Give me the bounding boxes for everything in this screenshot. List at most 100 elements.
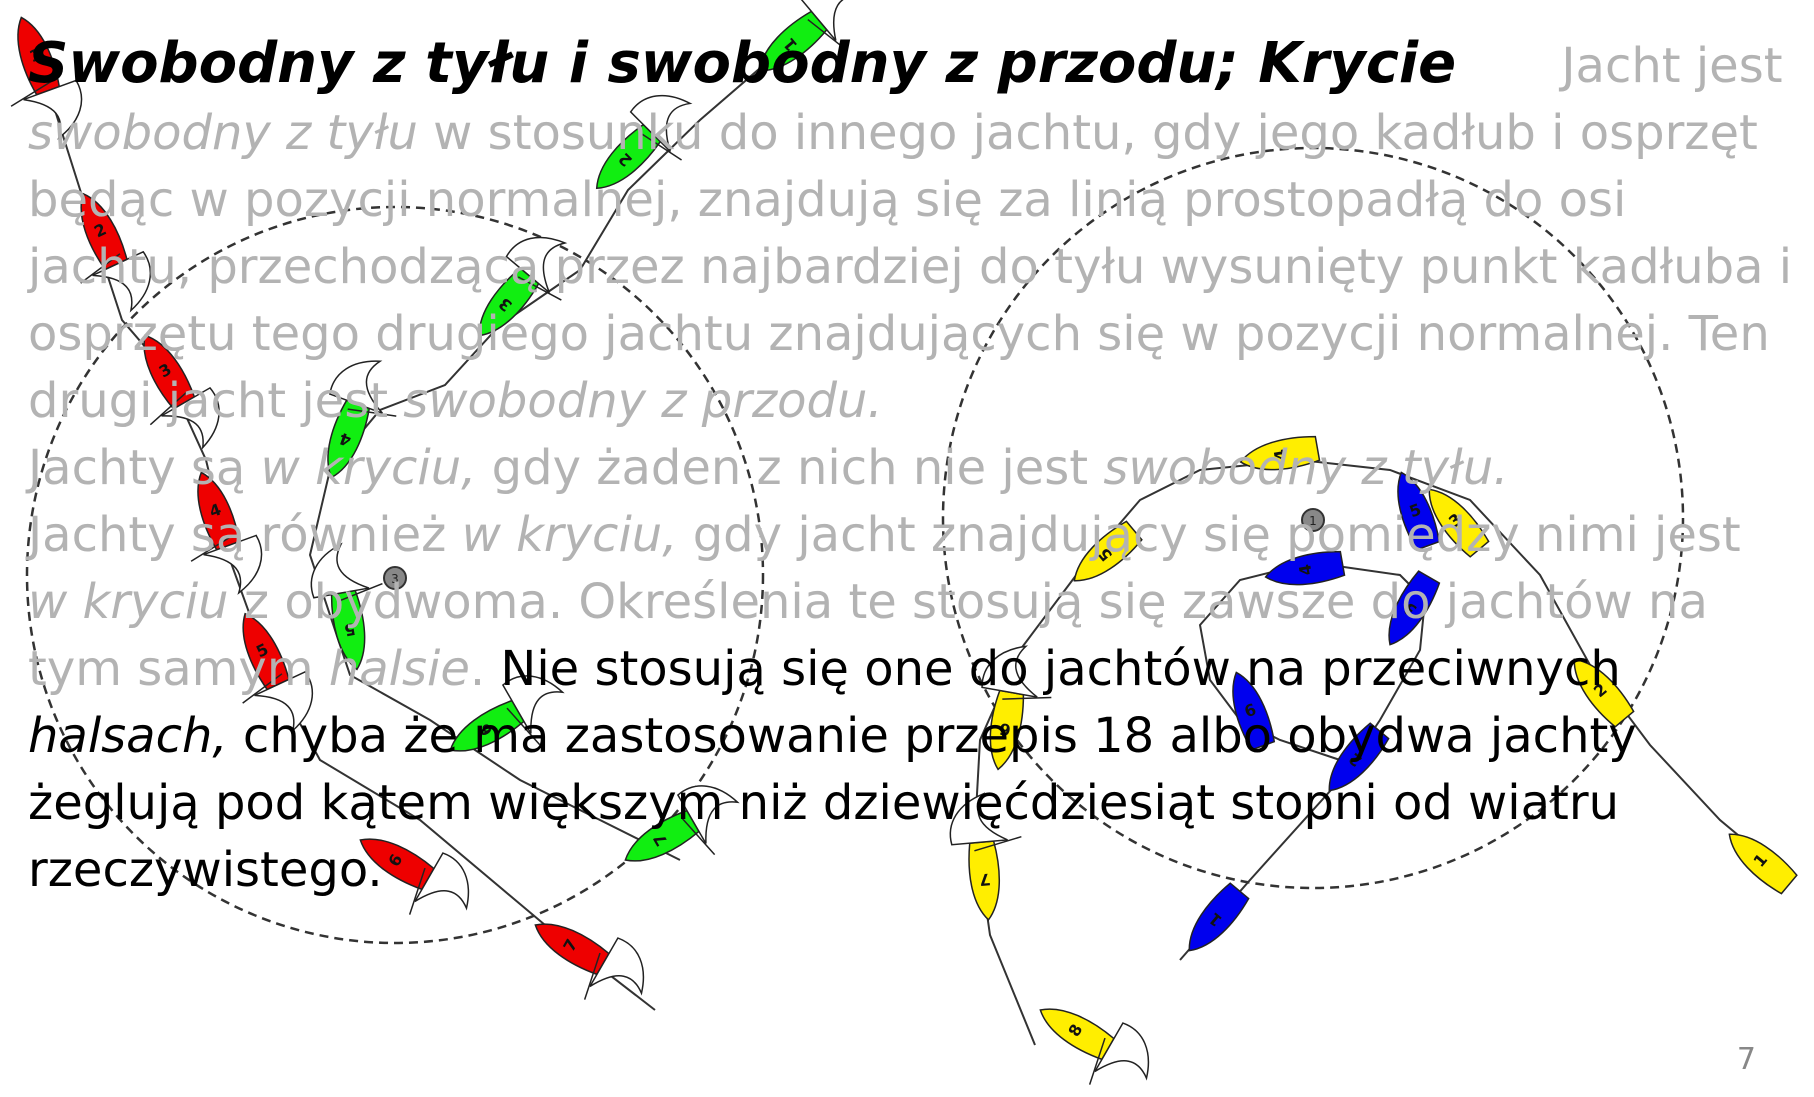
- boat-green-4-boom: [347, 408, 397, 417]
- boat-red-6-boom: [408, 867, 426, 915]
- term-clear-ahead: swobodny z przodu.: [403, 373, 883, 429]
- boat-red-3-boom: [149, 391, 188, 426]
- boat-red-1-sail: [23, 79, 83, 140]
- boat-red-7: 7: [534, 923, 645, 1000]
- boat-green-2-sail: [629, 94, 693, 153]
- boat-green-3: 3: [478, 236, 568, 337]
- boat-green-5: 5: [310, 542, 383, 671]
- boat-green-3-boom: [517, 276, 562, 301]
- boat-red-6: 6: [359, 838, 470, 915]
- boat-yellow-7-label: 7: [979, 870, 992, 890]
- boat-blue-2: 2: [1328, 722, 1390, 792]
- term-clear-astern-2: swobodny z tyłu.: [1103, 440, 1509, 496]
- boat-red-1: 1: [10, 16, 83, 140]
- boat-yellow-7-boom: [974, 835, 1022, 852]
- boat-yellow-6-boom: [1002, 696, 1052, 700]
- boat-yellow-8-sail: [1094, 1022, 1150, 1081]
- definition-text-2: w stosunku do innego jachtu, gdy jego ka…: [28, 105, 1793, 429]
- boat-green-5-sail: [310, 542, 370, 599]
- boat-red-2-sail: [92, 250, 152, 313]
- exception-text-1: Nie stosują się one do jachtów na przeci…: [500, 641, 1621, 697]
- definition-text-8: .: [469, 641, 501, 697]
- boat-red-4: 4: [190, 471, 263, 595]
- boat-blue-3-hull: [1388, 570, 1441, 646]
- boat-red-2: 2: [80, 192, 152, 313]
- boat-yellow-7-sail: [949, 792, 1008, 846]
- boat-green-6-boom: [506, 707, 541, 746]
- boat-green-7: 7: [624, 785, 740, 862]
- boat-blue-1-hull: [1188, 882, 1250, 952]
- term-overlapped-1: w kryciu,: [260, 440, 477, 496]
- boat-red-5-sail: [254, 670, 314, 733]
- boat-yellow-5: 5: [1073, 520, 1143, 582]
- boat-yellow-5-hull: [1073, 520, 1143, 582]
- boat-green-4-sail: [328, 360, 383, 414]
- rule-text: Swobodny z tyłu i swobodny z przodu; Kry…: [28, 30, 1798, 904]
- boat-red-5: 5: [242, 612, 314, 733]
- zone-circle-left: [25, 205, 765, 945]
- boat-green-2-boom: [640, 132, 682, 161]
- boat-yellow-6: 6: [981, 645, 1052, 771]
- boat-yellow-2: 2: [1573, 658, 1635, 728]
- definition-text-3: Jachty są: [28, 440, 261, 496]
- boat-red-6-sail: [414, 852, 470, 911]
- boat-red-5-boom: [242, 673, 283, 704]
- boat-blue-3: 3: [1388, 570, 1441, 646]
- boat-yellow-4-hull: [1239, 435, 1321, 471]
- boat-red-3-sail: [161, 386, 220, 450]
- term-opposite-tacks: halsach,: [28, 708, 228, 764]
- exception-text-2: chyba że ma zastosowanie przepis 18 albo…: [28, 708, 1637, 898]
- term-overlapped-3: w kryciu: [28, 574, 229, 630]
- boat-yellow-1: 1: [1728, 833, 1798, 895]
- boat-blue-4: 4: [1264, 550, 1346, 586]
- boat-red-7-sail: [589, 937, 645, 996]
- boat-green-6-sail: [501, 675, 565, 734]
- boat-yellow-2-hull: [1573, 658, 1635, 728]
- boat-green-4: 4: [327, 360, 397, 479]
- boat-red-2-boom: [80, 253, 121, 284]
- boat-blue-4-hull: [1264, 550, 1346, 586]
- definition-text-1: Jacht jest: [1561, 38, 1783, 94]
- term-clear-astern: swobodny z tyłu: [28, 105, 418, 161]
- boat-green-1-sail: [798, 0, 863, 41]
- definition-text-7: z obydwoma. Określenia te stosują się za…: [28, 574, 1708, 697]
- boat-yellow-1-hull: [1728, 833, 1798, 895]
- boat-green-3-sail: [505, 236, 568, 294]
- boat-yellow-3-hull: [1428, 488, 1490, 558]
- boat-yellow-8: 8: [1039, 1008, 1150, 1085]
- boat-red-4-sail: [203, 534, 263, 595]
- zone-circle-right: [941, 146, 1685, 890]
- mark-buoy-left: 3: [383, 566, 407, 590]
- mark-buoy-right: 1: [1301, 508, 1325, 532]
- boat-green-6: 6: [449, 675, 565, 752]
- boat-red-7-boom: [583, 952, 601, 1000]
- boat-blue-5: 5: [1397, 471, 1441, 551]
- boat-green-1: 1: [758, 0, 863, 72]
- boat-blue-6-hull: [1232, 671, 1276, 751]
- boat-blue-2-hull: [1328, 722, 1390, 792]
- boat-yellow-6-sail: [981, 645, 1038, 698]
- term-overlapped-2: w kryciu,: [461, 507, 678, 563]
- mark-label-right: 1: [1309, 514, 1317, 528]
- boat-yellow-4: 4: [1239, 435, 1321, 471]
- boat-green-5-boom: [336, 582, 383, 603]
- boat-green-2: 2: [595, 94, 693, 190]
- term-tack: halsie: [328, 641, 470, 697]
- boat-green-7-boom: [681, 817, 716, 856]
- definition-text-5: Jachty są również: [28, 507, 462, 563]
- boat-yellow-7: 7: [949, 792, 1022, 921]
- boat-yellow-3: 3: [1428, 488, 1490, 558]
- boat-green-5-label: 5: [343, 619, 357, 640]
- definition-text-4: gdy żaden z nich nie jest: [476, 440, 1104, 496]
- boat-blue-1: 1: [1188, 882, 1250, 952]
- page-number: 7: [1736, 1042, 1756, 1077]
- boat-green-7-sail: [676, 785, 740, 844]
- slide-title: Swobodny z tyłu i swobodny z przodu; Kry…: [28, 31, 1457, 96]
- boat-red-1-boom: [10, 79, 54, 107]
- mark-label-left: 3: [391, 572, 399, 586]
- boat-blue-4-label: 4: [1295, 563, 1316, 577]
- boat-red-4-boom: [190, 534, 234, 562]
- definition-text-6: gdy jacht znajdujący się pomiędzy nimi j…: [677, 507, 1741, 563]
